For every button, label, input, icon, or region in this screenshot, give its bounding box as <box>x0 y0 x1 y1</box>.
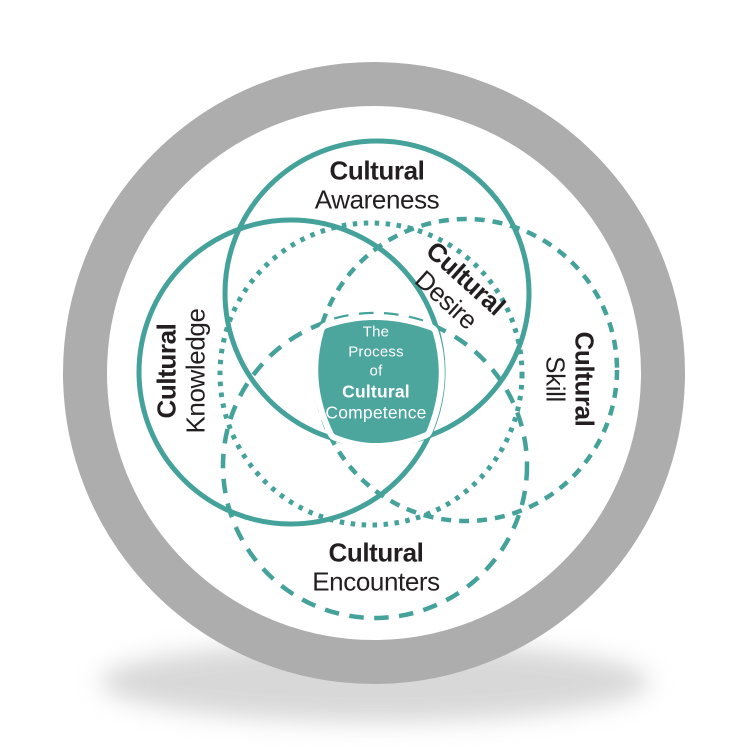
badge-line-competence: Competence <box>325 402 427 423</box>
center-badge-text: The Process of Cultural Competence <box>325 322 426 423</box>
cultural-desire-circle <box>217 220 525 528</box>
label-cultural-awareness-bold: Cultural <box>329 155 425 186</box>
label-cultural-encounters-rest: Encounters <box>312 566 440 596</box>
label-cultural-knowledge-rest: Knowledge <box>180 308 210 434</box>
badge-line-of: of <box>369 362 383 380</box>
label-cultural-awareness-rest: Awareness <box>314 184 440 214</box>
badge-line-process: Process <box>348 342 404 360</box>
label-cultural-encounters: Cultural Encounters <box>312 538 440 595</box>
cultural-encounters-circle <box>220 311 530 621</box>
label-cultural-encounters-bold: Cultural <box>328 537 424 568</box>
label-cultural-skill: Cultural Skill <box>541 331 600 427</box>
badge-line-cultural: Cultural <box>342 380 410 401</box>
badge-line-the: The <box>362 323 390 341</box>
label-cultural-awareness: Cultural Awareness <box>315 156 440 213</box>
label-cultural-knowledge-bold: Cultural <box>151 323 182 419</box>
center-badge <box>318 319 439 443</box>
label-cultural-skill-bold: Cultural <box>569 331 600 427</box>
label-cultural-knowledge: Cultural Knowledge <box>151 308 210 434</box>
label-cultural-skill-rest: Skill <box>541 356 571 402</box>
